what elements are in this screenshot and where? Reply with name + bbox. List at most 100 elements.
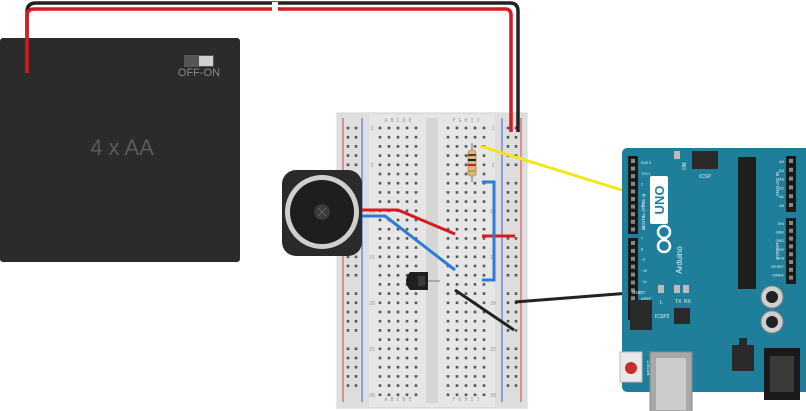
breadboard-hole[interactable] — [387, 283, 391, 286]
breadboard-hole[interactable] — [514, 319, 518, 323]
breadboard-hole[interactable] — [455, 227, 459, 231]
breadboard-hole[interactable] — [506, 126, 510, 130]
breadboard-hole[interactable] — [455, 218, 459, 222]
breadboard-hole[interactable] — [378, 255, 382, 259]
breadboard-hole[interactable] — [378, 365, 382, 369]
breadboard-hole[interactable] — [446, 163, 450, 167]
breadboard-hole[interactable] — [405, 356, 409, 360]
breadboard-hole[interactable] — [414, 163, 418, 167]
breadboard-hole[interactable] — [473, 181, 477, 185]
breadboard-hole[interactable] — [506, 191, 510, 194]
breadboard-hole[interactable] — [387, 145, 391, 148]
breadboard-hole[interactable] — [482, 384, 486, 387]
breadboard-hole[interactable] — [506, 246, 510, 249]
breadboard-hole[interactable] — [446, 384, 450, 387]
breadboard-hole[interactable] — [455, 338, 459, 341]
breadboard-hole[interactable] — [455, 301, 459, 305]
header-pin[interactable] — [631, 219, 635, 224]
breadboard-hole[interactable] — [473, 283, 477, 286]
breadboard-hole[interactable] — [455, 181, 459, 185]
breadboard-hole[interactable] — [396, 292, 400, 295]
breadboard-hole[interactable] — [514, 375, 518, 378]
breadboard-hole[interactable] — [473, 237, 477, 240]
breadboard-hole[interactable] — [378, 200, 382, 203]
breadboard-hole[interactable] — [514, 273, 518, 277]
breadboard-hole[interactable] — [378, 393, 382, 397]
breadboard-hole[interactable] — [506, 319, 510, 323]
breadboard-hole[interactable] — [506, 181, 510, 185]
breadboard-hole[interactable] — [414, 384, 418, 387]
breadboard-hole[interactable] — [387, 329, 391, 332]
breadboard-hole[interactable] — [414, 181, 418, 185]
breadboard-hole[interactable] — [506, 264, 510, 268]
breadboard-hole[interactable] — [405, 365, 409, 369]
breadboard-hole[interactable] — [464, 301, 468, 305]
breadboard-hole[interactable] — [506, 292, 510, 295]
header-pin[interactable] — [631, 166, 635, 171]
breadboard-hole[interactable] — [405, 384, 409, 387]
breadboard-hole[interactable] — [387, 255, 391, 259]
breadboard-hole[interactable] — [387, 338, 391, 341]
breadboard-hole[interactable] — [405, 329, 409, 332]
breadboard-hole[interactable] — [482, 319, 486, 323]
breadboard-hole[interactable] — [482, 347, 486, 351]
breadboard-hole[interactable] — [354, 135, 358, 139]
header-pin[interactable] — [631, 248, 635, 253]
breadboard-hole[interactable] — [482, 283, 486, 286]
breadboard-hole[interactable] — [387, 154, 391, 157]
header-pin[interactable] — [631, 227, 635, 232]
breadboard-hole[interactable] — [514, 356, 518, 360]
breadboard-hole[interactable] — [446, 227, 450, 231]
breadboard-hole[interactable] — [414, 338, 418, 341]
breadboard-hole[interactable] — [354, 255, 358, 259]
breadboard-hole[interactable] — [514, 365, 518, 369]
breadboard-hole[interactable] — [446, 191, 450, 194]
breadboard-hole[interactable] — [446, 145, 450, 148]
breadboard-hole[interactable] — [482, 191, 486, 194]
breadboard-hole[interactable] — [455, 126, 459, 130]
breadboard-hole[interactable] — [473, 273, 477, 277]
breadboard-hole[interactable] — [446, 154, 450, 157]
header-pin[interactable] — [631, 256, 635, 261]
breadboard-hole[interactable] — [414, 209, 418, 213]
breadboard-hole[interactable] — [378, 356, 382, 360]
breadboard-hole[interactable] — [378, 283, 382, 286]
breadboard-hole[interactable] — [396, 172, 400, 176]
breadboard-hole[interactable] — [455, 135, 459, 139]
breadboard-hole[interactable] — [378, 375, 382, 378]
breadboard-hole[interactable] — [387, 200, 391, 203]
breadboard-hole[interactable] — [446, 375, 450, 378]
breadboard-hole[interactable] — [346, 154, 350, 157]
breadboard-hole[interactable] — [464, 255, 468, 259]
breadboard-hole[interactable] — [387, 292, 391, 295]
breadboard-hole[interactable] — [464, 310, 468, 314]
breadboard-hole[interactable] — [414, 191, 418, 194]
breadboard-hole[interactable] — [514, 209, 518, 213]
breadboard-hole[interactable] — [514, 329, 518, 332]
breadboard-hole[interactable] — [346, 319, 350, 323]
breadboard-hole[interactable] — [506, 329, 510, 332]
breadboard-hole[interactable] — [405, 255, 409, 259]
breadboard-hole[interactable] — [473, 347, 477, 351]
breadboard-hole[interactable] — [473, 218, 477, 222]
breadboard-hole[interactable] — [387, 163, 391, 167]
breadboard-hole[interactable] — [405, 181, 409, 185]
breadboard-hole[interactable] — [455, 172, 459, 176]
breadboard-hole[interactable] — [482, 329, 486, 332]
breadboard-hole[interactable] — [482, 237, 486, 240]
breadboard-hole[interactable] — [387, 273, 391, 277]
header-pin[interactable] — [631, 296, 635, 301]
breadboard-hole[interactable] — [378, 163, 382, 167]
breadboard-hole[interactable] — [354, 365, 358, 369]
breadboard-hole[interactable] — [455, 163, 459, 167]
header-pin[interactable] — [789, 267, 793, 272]
breadboard-hole[interactable] — [387, 356, 391, 360]
breadboard-hole[interactable] — [446, 347, 450, 351]
header-pin[interactable] — [631, 280, 635, 285]
breadboard-hole[interactable] — [378, 227, 382, 231]
reset-button-cap[interactable] — [625, 362, 637, 374]
breadboard-hole[interactable] — [396, 200, 400, 203]
header-pin[interactable] — [789, 252, 793, 257]
breadboard-hole[interactable] — [387, 365, 391, 369]
breadboard-hole[interactable] — [473, 227, 477, 231]
